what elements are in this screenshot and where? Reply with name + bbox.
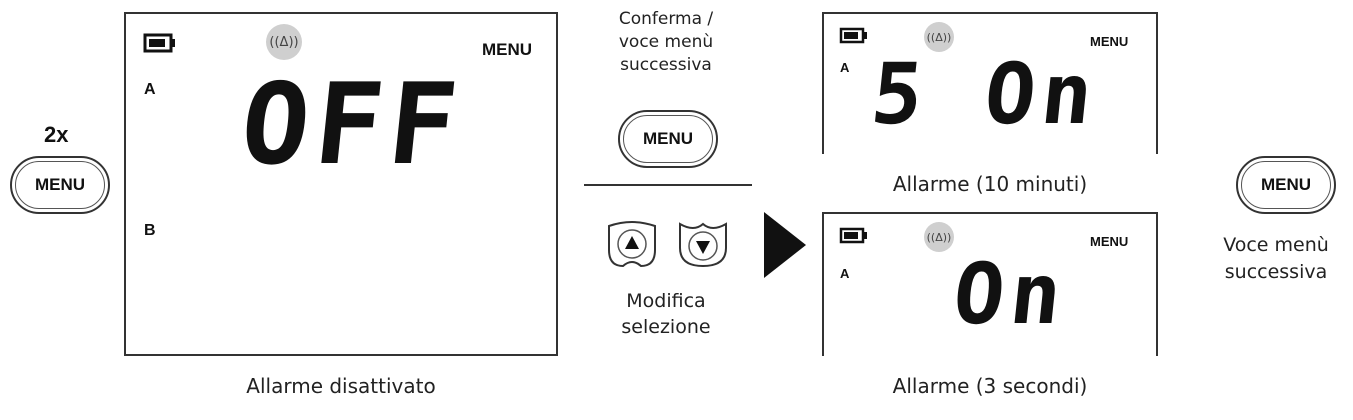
- main-lcd-display: ((Δ)) MENU A B OFF: [124, 12, 558, 356]
- menu-button-next[interactable]: MENU: [1236, 156, 1336, 214]
- flow-arrow-icon: [764, 212, 806, 278]
- channel-a-label: A: [840, 60, 850, 75]
- lcd-value-on: On: [948, 245, 1073, 343]
- up-arrow-button[interactable]: [605, 220, 659, 270]
- menu-button-label: MENU: [1260, 175, 1312, 194]
- channel-a-label: A: [144, 81, 156, 98]
- main-display-caption: Allarme disattivato: [246, 374, 436, 398]
- confirm-line-3: successiva: [620, 55, 712, 75]
- battery-icon: [143, 33, 175, 53]
- up-arrow-icon: [625, 236, 639, 249]
- confirm-caption: Conferma / voce menù successiva: [580, 8, 752, 77]
- channel-a-label: A: [840, 266, 850, 281]
- channel-b-label: B: [144, 222, 156, 239]
- battery-icon: [839, 27, 867, 44]
- modify-caption: Modifica selezione: [580, 288, 752, 340]
- display-10-min-caption: Allarme (10 minuti): [892, 172, 1088, 196]
- lcd-display-10-min: ((Δ)) MENU A 5 On: [822, 12, 1158, 154]
- section-divider: [584, 184, 752, 186]
- press-count-label: 2x: [44, 122, 69, 147]
- battery-icon: [839, 227, 867, 244]
- lcd-display-3-sec: ((Δ)) MENU A On: [822, 212, 1158, 356]
- lcd-menu-label: MENU: [1090, 34, 1129, 49]
- alarm-bell-icon: ((Δ)): [924, 22, 954, 52]
- next-line-2: successiva: [1224, 261, 1328, 283]
- modify-line-1: Modifica: [626, 290, 706, 312]
- down-arrow-icon: [696, 241, 710, 254]
- next-line-1: Voce menù: [1223, 234, 1329, 256]
- lcd-menu-label: MENU: [1090, 234, 1129, 249]
- alarm-bell-icon: ((Δ)): [266, 24, 302, 60]
- lcd-value-off: OFF: [235, 60, 470, 190]
- down-arrow-button[interactable]: [676, 220, 730, 270]
- display-3-sec-caption: Allarme (3 secondi): [892, 374, 1088, 398]
- menu-button-label: MENU: [642, 129, 694, 148]
- menu-button-label: MENU: [34, 175, 86, 194]
- lcd-value-5-on: 5 On: [866, 45, 1104, 143]
- modify-line-2: selezione: [621, 316, 711, 338]
- lcd-menu-label: MENU: [482, 40, 533, 59]
- confirm-line-2: voce menù: [618, 32, 714, 52]
- menu-button-confirm[interactable]: MENU: [618, 110, 718, 168]
- menu-button-left[interactable]: MENU: [10, 156, 110, 214]
- confirm-line-1: Conferma /: [618, 9, 714, 29]
- alarm-bell-icon: ((Δ)): [924, 222, 954, 252]
- next-item-caption: Voce menù successiva: [1206, 232, 1346, 286]
